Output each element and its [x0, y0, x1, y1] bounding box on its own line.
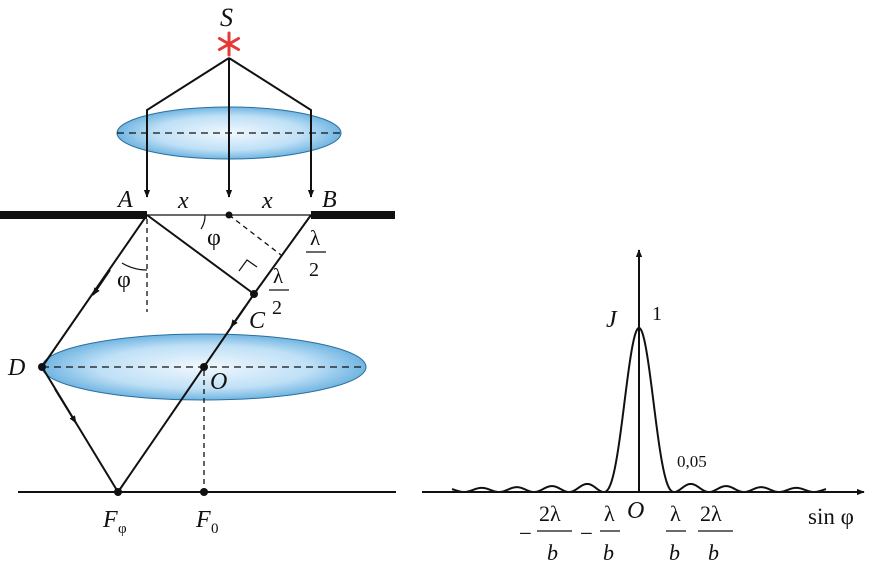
angle-arc-left	[121, 262, 148, 271]
screen-left-bar	[0, 211, 147, 219]
ray-C-arrow	[230, 306, 246, 328]
intensity-curve	[451, 326, 827, 494]
svg-text:λ: λ	[604, 501, 615, 526]
label-A: A	[116, 187, 133, 213]
peak-label: 1	[652, 303, 662, 325]
angle-left-label: φ	[117, 267, 131, 293]
svg-text:2: 2	[272, 297, 282, 319]
ray-D-to-focus	[41, 366, 119, 493]
wavefront-AC	[146, 214, 255, 295]
label-F-phi: F	[102, 507, 118, 533]
label-x-right: x	[261, 188, 273, 214]
ray-D-arrow	[54, 388, 77, 424]
fraction-half-lambda-upper: λ 2	[306, 226, 326, 281]
source-label: S	[220, 3, 233, 32]
svg-text:λ: λ	[310, 226, 321, 250]
right-angle-marker	[238, 259, 258, 272]
label-F-zero-sub: 0	[211, 521, 219, 537]
angle-arc-top	[200, 214, 206, 230]
focus-phi-dot	[114, 488, 122, 496]
intensity-plot: J 1 0,05 O sin φ − 2λ b − λ b λ b 2λ b	[422, 249, 865, 565]
label-x-left: x	[177, 188, 189, 214]
svg-text:−: −	[519, 521, 532, 546]
tick-lambda-over-b: λ b	[666, 501, 686, 565]
label-B: B	[322, 187, 337, 213]
svg-text:−: −	[580, 521, 593, 546]
origin-label: O	[627, 498, 644, 524]
label-C: C	[249, 308, 266, 334]
label-O-lens: O	[210, 369, 227, 395]
svg-text:λ: λ	[670, 501, 681, 526]
label-F-phi-sub: φ	[118, 521, 127, 537]
light-source-star-icon	[218, 31, 240, 57]
ray-B-diffracted	[253, 214, 312, 295]
svg-text:2λ: 2λ	[539, 501, 561, 526]
half-lambda-dashed	[228, 214, 282, 256]
y-axis-label: J	[606, 307, 618, 333]
focus-zero-dot	[200, 488, 208, 496]
label-F-zero: F	[195, 507, 211, 533]
angle-top-label: φ	[207, 225, 221, 251]
svg-text:b: b	[547, 540, 558, 565]
svg-text:2: 2	[309, 259, 319, 281]
point-D-dot	[38, 363, 46, 371]
tick-2lambda-over-b: 2λ b	[698, 501, 733, 565]
slit-diagram: S A B x x φ φ λ 2 λ 2 C	[0, 3, 396, 537]
svg-text:b: b	[603, 540, 614, 565]
ray-right-incident	[228, 57, 315, 198]
svg-text:λ: λ	[273, 264, 284, 288]
x-axis-label: sin φ	[808, 504, 854, 529]
ray-A-arrow	[92, 269, 111, 296]
fraction-half-lambda-lower: λ 2	[269, 264, 289, 319]
svg-text:2λ: 2λ	[700, 501, 722, 526]
screen-right-bar	[311, 211, 395, 219]
tick-minus-2lambda-over-b: − 2λ b	[519, 501, 572, 565]
tick-minus-lambda-over-b: − λ b	[580, 501, 620, 565]
svg-text:b: b	[669, 540, 680, 565]
label-D: D	[7, 355, 25, 381]
point-O-dot	[200, 363, 208, 371]
svg-text:b: b	[708, 540, 719, 565]
ray-left-incident	[143, 57, 230, 198]
side-lobe-label: 0,05	[677, 452, 707, 471]
